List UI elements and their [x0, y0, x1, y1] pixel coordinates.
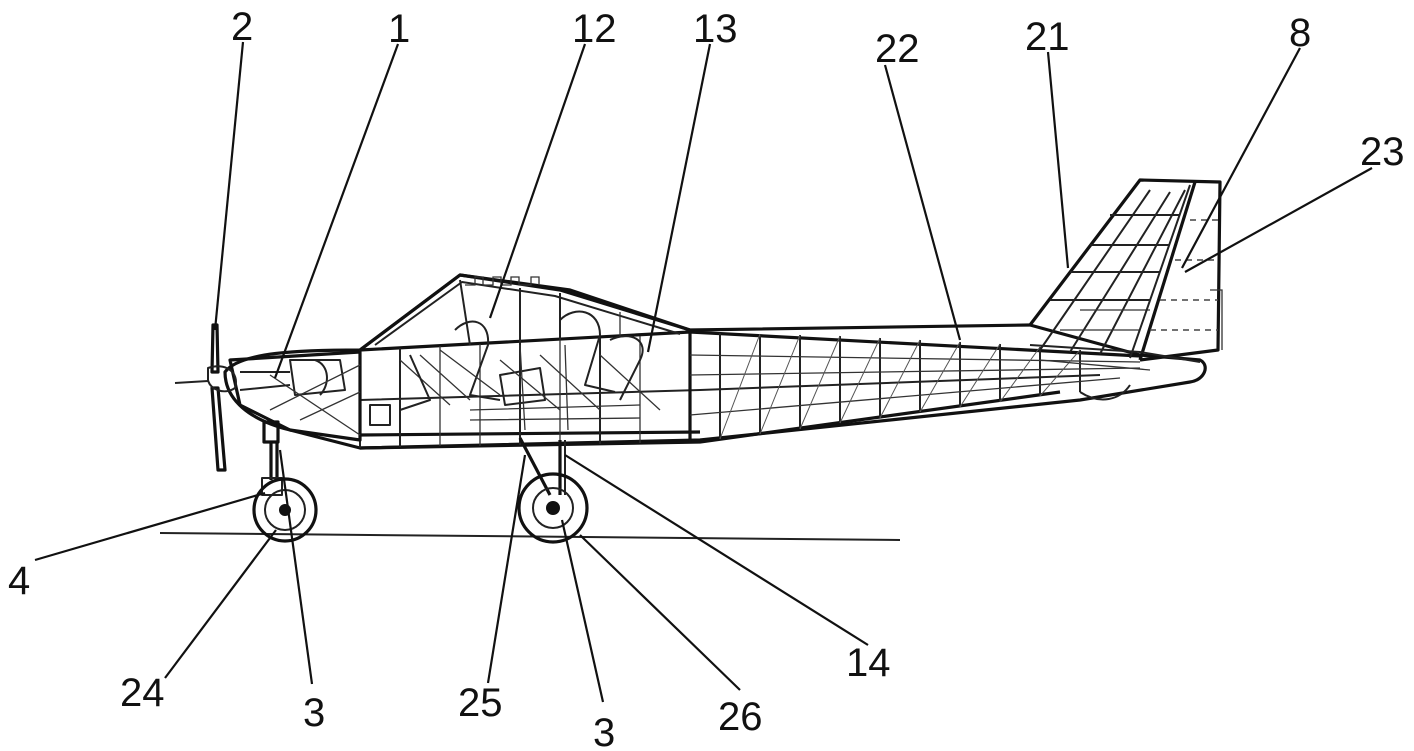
main-wheel — [517, 472, 589, 544]
leader-lines — [34, 41, 1373, 703]
label-23: 23 — [1360, 130, 1405, 174]
propeller — [174, 323, 237, 472]
vertical-tail — [1028, 178, 1223, 371]
label-3-nose: 3 — [303, 691, 325, 735]
fuselage — [223, 273, 1207, 450]
label-12: 12 — [572, 7, 617, 51]
label-14: 14 — [846, 641, 891, 685]
reference-labels: 2 1 12 13 22 21 8 23 4 24 3 25 3 26 14 — [8, 5, 1405, 751]
label-22: 22 — [875, 27, 920, 71]
label-24: 24 — [120, 671, 165, 715]
label-4: 4 — [8, 559, 30, 603]
label-26: 26 — [718, 695, 763, 739]
main-landing-gear — [517, 437, 589, 544]
label-1: 1 — [388, 7, 410, 51]
label-21: 21 — [1025, 15, 1070, 59]
label-2: 2 — [231, 5, 253, 49]
ground-line — [159, 532, 901, 541]
engine-section — [228, 350, 362, 442]
label-25: 25 — [458, 681, 503, 725]
label-8: 8 — [1289, 11, 1311, 55]
canopy-frame — [359, 273, 691, 352]
label-3-main: 3 — [593, 711, 615, 751]
cabin-interior — [369, 310, 661, 431]
label-13: 13 — [693, 7, 738, 51]
